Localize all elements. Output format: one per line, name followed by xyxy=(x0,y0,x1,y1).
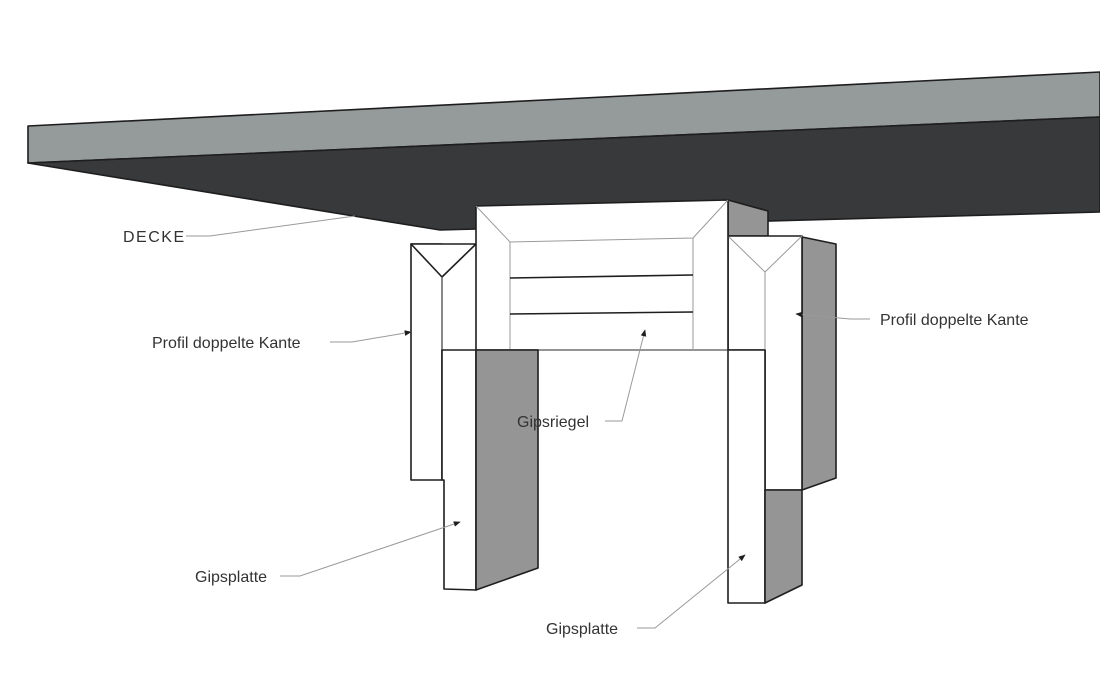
ceiling-underside-face xyxy=(27,116,1100,231)
plaster-board-left-leader xyxy=(280,521,461,577)
profile-left-leader xyxy=(330,330,412,343)
right-plaster-board xyxy=(727,349,803,604)
plaster-board-right-leader xyxy=(637,554,746,629)
left-profile-outer-face xyxy=(410,243,443,481)
plaster-board-right-label: Gipsplatte xyxy=(546,621,618,638)
right-plaster-board-side xyxy=(764,489,803,604)
profile-left-label: Profil doppelte Kante xyxy=(152,335,301,352)
plaster-beam-leader xyxy=(605,329,647,422)
left-plaster-board-front xyxy=(441,349,477,591)
ceiling-label: DECKE xyxy=(123,229,186,246)
ceiling-top-face xyxy=(27,71,1100,164)
right-plaster-board-front xyxy=(727,349,766,604)
profile-right-leader xyxy=(795,311,870,320)
plaster-board-left-label: Gipsplatte xyxy=(195,569,267,586)
right-profile-side-face xyxy=(801,236,837,491)
plaster-beam-label: Gipsriegel xyxy=(517,414,589,431)
plaster-beam xyxy=(442,199,765,351)
left-profile xyxy=(410,243,477,481)
left-profile-top-triangle xyxy=(410,243,477,278)
profile-right-label: Profil doppelte Kante xyxy=(880,312,1029,329)
ceiling-leader xyxy=(186,215,356,237)
left-plaster-board-side xyxy=(475,349,539,591)
ceiling-slab xyxy=(27,71,1100,231)
left-plaster-board xyxy=(441,349,539,591)
